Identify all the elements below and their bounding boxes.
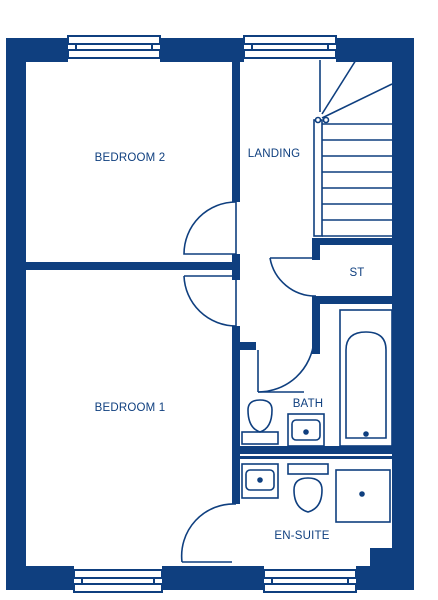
window-en-suite	[263, 569, 357, 593]
partition-ensuite-top-line	[232, 456, 394, 459]
partition-bath-header	[232, 342, 256, 350]
door-bath	[257, 339, 315, 393]
staircase	[313, 59, 393, 237]
label-bedroom-2: BEDROOM 2	[95, 152, 166, 164]
doors	[180, 201, 317, 563]
bath-basin	[287, 413, 325, 447]
partition-store-left	[312, 238, 320, 260]
en-suite-basin	[241, 463, 279, 499]
corner-bump	[370, 548, 414, 570]
bath-fixtures	[241, 309, 393, 447]
partition-bed2-landing-top	[232, 58, 240, 202]
label-en-suite: EN-SUITE	[274, 530, 329, 542]
exterior-walls	[6, 38, 414, 590]
partition-bath-left	[312, 296, 320, 354]
partition-bed1-ensuite	[232, 454, 240, 504]
door-bedroom-1	[183, 275, 237, 327]
bath-toilet	[241, 399, 279, 445]
door-en-suite	[180, 503, 237, 563]
partition-bed1-bath-top	[232, 326, 240, 454]
windows	[67, 35, 357, 593]
shower-tray	[335, 469, 391, 523]
partition-store-top	[312, 238, 394, 245]
door-store	[269, 257, 317, 297]
top-wall-middle	[160, 38, 244, 62]
door-bedroom-2	[183, 201, 237, 255]
room-labels: BEDROOM 2 LANDING ST BEDROOM 1 BATH EN-S…	[95, 148, 365, 542]
partition-store-bottom	[312, 296, 394, 304]
window-bedroom-2	[67, 35, 161, 59]
bottom-wall-left	[6, 566, 74, 590]
en-suite-toilet	[287, 463, 329, 513]
partition-bath-ensuite	[232, 446, 394, 454]
label-bedroom-1: BEDROOM 1	[95, 402, 166, 414]
left-wall	[6, 38, 26, 590]
interior-walls	[24, 58, 394, 504]
window-bedroom-1	[73, 569, 163, 593]
bottom-wall-middle	[162, 566, 264, 590]
partition-bedrooms	[24, 262, 238, 270]
label-store: ST	[349, 267, 364, 279]
stair-handrail	[313, 119, 323, 237]
en-suite-fixtures	[241, 463, 391, 523]
label-bath: BATH	[293, 398, 324, 410]
window-landing	[243, 35, 337, 59]
bathtub	[339, 309, 393, 447]
right-wall	[392, 38, 414, 590]
label-landing: LANDING	[248, 148, 301, 160]
